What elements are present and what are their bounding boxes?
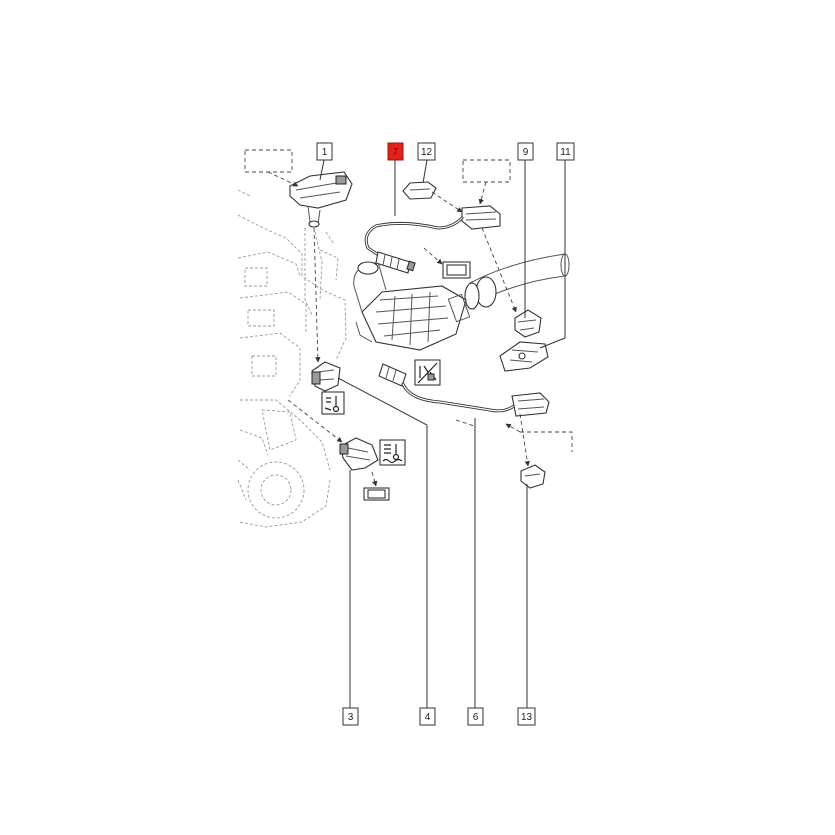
callout-13-label: 13 bbox=[521, 712, 533, 723]
coolant-sensor-part-3 bbox=[339, 437, 379, 471]
callout-12[interactable]: 12 bbox=[417, 142, 436, 161]
callout-11[interactable]: 11 bbox=[556, 142, 575, 161]
dashed-reference-box-1 bbox=[244, 149, 293, 173]
clip-part-13 bbox=[520, 464, 546, 489]
temperature-sensor-part-4 bbox=[311, 361, 341, 392]
callout-1[interactable]: 1 bbox=[316, 142, 333, 161]
dashed-reference-box-3 bbox=[520, 431, 573, 452]
lambda-sensor-part-6 bbox=[378, 363, 550, 417]
sensor-disconnect-icon bbox=[414, 359, 441, 386]
callout-1-label: 1 bbox=[322, 147, 328, 158]
callout-12-label: 12 bbox=[421, 147, 433, 158]
exhaust-assembly bbox=[353, 253, 570, 351]
engine-block-outline bbox=[237, 189, 347, 528]
reference-box-sensor-3 bbox=[363, 487, 390, 501]
dashed-reference-box-2 bbox=[462, 159, 511, 183]
assembly-lines bbox=[267, 171, 528, 487]
callout-7-label: 7 bbox=[393, 147, 399, 158]
temperature-icon bbox=[321, 391, 345, 415]
cap-part-12 bbox=[402, 181, 437, 200]
catalytic-converter bbox=[361, 285, 467, 351]
callout-11-label: 11 bbox=[560, 147, 571, 158]
clip-part-11 bbox=[499, 341, 549, 372]
callout-4-label: 4 bbox=[425, 712, 431, 723]
lambda-sensor-7-connector bbox=[461, 205, 501, 230]
callout-3[interactable]: 3 bbox=[342, 707, 359, 726]
callout-13[interactable]: 13 bbox=[517, 707, 536, 726]
callout-4[interactable]: 4 bbox=[419, 707, 436, 726]
callout-9-label: 9 bbox=[523, 147, 529, 158]
map-sensor-part-1 bbox=[289, 171, 353, 228]
callout-6[interactable]: 6 bbox=[467, 707, 484, 726]
reference-box-lambda-7 bbox=[442, 261, 471, 279]
callout-9[interactable]: 9 bbox=[517, 142, 534, 161]
callout-6-label: 6 bbox=[473, 712, 479, 723]
lambda-sensor-7-probe bbox=[375, 251, 411, 274]
callout-3-label: 3 bbox=[348, 712, 354, 723]
lambda-sensor-part-7 bbox=[364, 205, 501, 274]
lambda-sensor-6-probe bbox=[378, 363, 407, 387]
callout-7[interactable]: 7 bbox=[387, 142, 404, 161]
coolant-temperature-icon bbox=[379, 439, 406, 466]
lambda-sensor-6-connector bbox=[511, 392, 550, 417]
leader-lines bbox=[319, 159, 566, 708]
connector-part-9 bbox=[514, 309, 542, 338]
